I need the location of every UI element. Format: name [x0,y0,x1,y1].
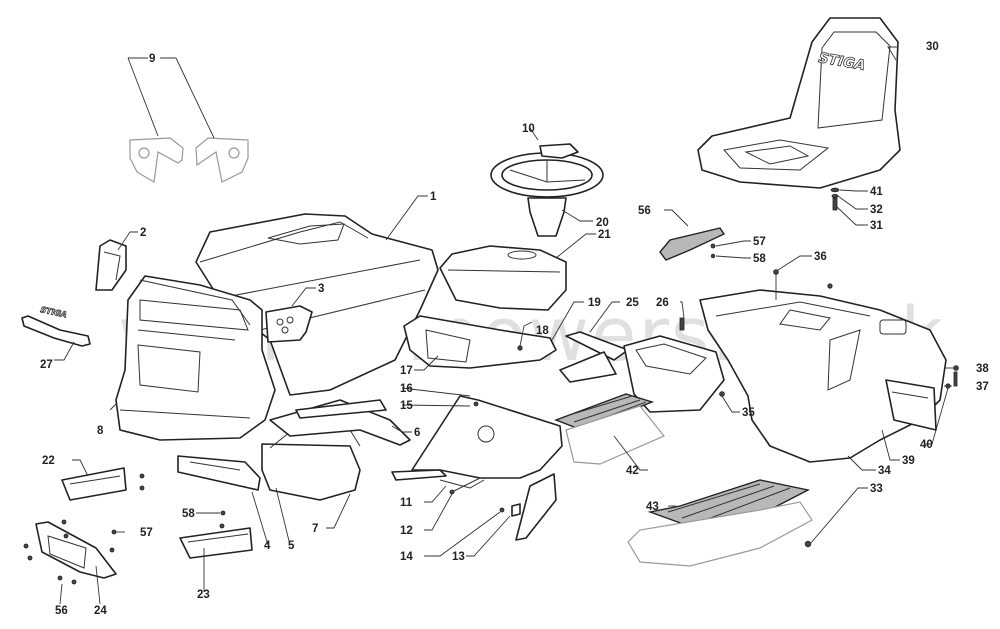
callout-24[interactable]: 24 [94,605,107,617]
part-pedal-plate[interactable] [515,473,557,541]
part-4-side-bracket[interactable] [177,455,261,491]
part-2-light-cover[interactable] [95,239,127,291]
part-3-dash-panel[interactable] [265,305,313,343]
part-20-steering-wheel[interactable] [490,152,604,237]
callout-19[interactable]: 19 [588,297,601,309]
callout-6[interactable]: 6 [414,427,420,439]
callout-40[interactable]: 40 [920,439,933,451]
part-43-footmat[interactable] [627,479,813,567]
part-34-rear-fender[interactable] [699,289,947,463]
part-42-footmat[interactable] [554,393,665,465]
part-30-seat[interactable]: STIGA [697,17,901,189]
part-32-washer[interactable] [831,193,839,198]
part-19-trim[interactable] [559,351,617,383]
emblem-logo: STIGA [40,305,68,319]
callout-57-bottom[interactable]: 57 [140,527,153,539]
callout-11[interactable]: 11 [400,497,413,509]
part-31-bolt[interactable] [832,197,838,211]
part-21-column-cover[interactable] [439,245,567,311]
part-9-decals[interactable] [129,137,249,183]
fasteners-lower-left[interactable] [23,473,226,585]
callout-14[interactable]: 14 [400,551,413,563]
callout-42[interactable]: 42 [626,465,639,477]
callout-12[interactable]: 12 [400,525,413,537]
part-56-fender-trim[interactable] [659,227,726,261]
part-27-emblem-strip[interactable]: STIGA [21,305,91,347]
callout-4[interactable]: 4 [264,540,271,552]
leader-lines [54,46,956,605]
callout-25[interactable]: 25 [626,297,639,309]
callout-labels: 9 1 2 3 27 8 10 20 21 56 57 58 30 41 32 … [40,41,989,617]
callout-20[interactable]: 20 [596,217,609,229]
part-58-screw[interactable] [710,253,716,259]
part-17-console[interactable] [403,315,557,369]
part-8-front-grille[interactable] [115,275,276,441]
callout-2[interactable]: 2 [140,227,146,239]
part-24-front-plate[interactable] [35,521,117,579]
callout-31[interactable]: 31 [870,220,883,232]
callout-57-top[interactable]: 57 [753,236,766,248]
part-23-step-plate[interactable] [179,527,253,559]
callout-1[interactable]: 1 [430,191,437,203]
part-57-washer[interactable] [710,243,716,249]
callout-38[interactable]: 38 [976,363,989,375]
part-36-screw-b[interactable] [827,283,833,289]
part-6-lever-arm[interactable] [269,399,411,446]
part-37-bolt[interactable] [953,371,958,387]
callout-7[interactable]: 7 [312,523,318,535]
callout-56-top[interactable]: 56 [638,205,651,217]
callout-22[interactable]: 22 [42,455,55,467]
part-13-pedal-bracket[interactable] [499,503,521,517]
callout-17[interactable]: 17 [400,365,413,377]
callout-8[interactable]: 8 [97,425,104,437]
callout-56-bottom[interactable]: 56 [55,605,68,617]
part-41-washer[interactable] [830,187,840,193]
part-10-wheel-cap[interactable] [539,143,579,159]
callout-30[interactable]: 30 [926,41,939,53]
callout-5[interactable]: 5 [288,540,295,552]
callout-36[interactable]: 36 [814,251,827,263]
part-18-clip[interactable] [517,345,523,351]
part-22-step-plate[interactable] [61,467,127,501]
callout-35[interactable]: 35 [742,407,755,419]
callout-32[interactable]: 32 [870,204,883,216]
callout-27[interactable]: 27 [40,359,53,371]
callout-33[interactable]: 33 [870,483,883,495]
callout-41[interactable]: 41 [870,186,883,198]
part-33-screw[interactable] [804,540,812,548]
callout-23[interactable]: 23 [197,589,210,601]
callout-3[interactable]: 3 [318,283,324,295]
part-35-screw[interactable] [719,391,725,397]
callout-39[interactable]: 39 [902,455,915,467]
callout-43[interactable]: 43 [646,501,659,513]
part-11-pedal-linkage[interactable] [391,469,485,489]
part-16-pedal-panel[interactable] [411,395,563,479]
part-7-cutting-housing[interactable] [261,429,361,501]
part-36-screw-a[interactable] [773,269,779,300]
part-12-rod[interactable] [449,477,481,495]
callout-9[interactable]: 9 [149,53,155,65]
callout-21[interactable]: 21 [598,229,611,241]
part-26-bolt[interactable] [679,317,685,331]
callout-16[interactable]: 16 [400,383,413,395]
callout-34[interactable]: 34 [878,465,891,477]
callout-58-top[interactable]: 58 [753,253,766,265]
callout-18[interactable]: 18 [536,325,549,337]
callout-58-bottom[interactable]: 58 [182,508,195,520]
callout-13[interactable]: 13 [452,551,465,563]
callout-26[interactable]: 26 [656,297,669,309]
callout-15[interactable]: 15 [400,400,413,412]
callout-10[interactable]: 10 [522,123,535,135]
callout-37[interactable]: 37 [976,381,989,393]
